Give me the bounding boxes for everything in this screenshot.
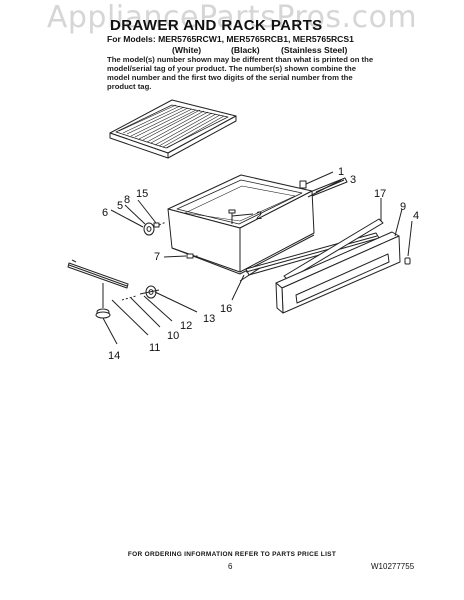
ordering-info: FOR ORDERING INFORMATION REFER TO PARTS … [127, 551, 337, 558]
slide-bracket [299, 171, 334, 189]
drawer-rail-left [67, 259, 129, 289]
drawer-clip [404, 220, 413, 265]
leveling-leg [95, 283, 118, 345]
page-number: 6 [228, 562, 233, 571]
color-white: (White) [172, 45, 202, 55]
drawer-screw [228, 209, 254, 224]
bottom-screw [163, 253, 198, 259]
callout-4: 4 [413, 210, 419, 222]
color-black: (Black) [231, 45, 260, 55]
callout-9: 9 [400, 201, 406, 213]
callout-6: 6 [102, 207, 108, 219]
callout-1: 1 [338, 166, 344, 178]
callout-11: 11 [149, 342, 160, 354]
callout-5: 5 [117, 200, 123, 212]
color-stainless: (Stainless Steel) [281, 45, 348, 55]
document-number: W10277755 [371, 562, 415, 571]
callout-17: 17 [374, 188, 386, 200]
roller-assembly-left [111, 285, 198, 336]
callout-8: 8 [124, 194, 130, 206]
storage-drawer [167, 174, 315, 275]
wheel-assembly-left [110, 199, 167, 236]
callout-14: 14 [108, 350, 120, 362]
drawer-front-panel [275, 208, 403, 314]
callout-10: 10 [167, 330, 179, 342]
oven-rack [109, 99, 237, 159]
callout-13: 13 [203, 313, 215, 325]
callout-15: 15 [136, 188, 148, 200]
callout-7: 7 [154, 251, 160, 263]
callout-12: 12 [180, 320, 192, 332]
page-title: DRAWER AND RACK PARTS [110, 17, 323, 34]
model-list: For Models: MER5765RCW1, MER5765RCB1, ME… [107, 34, 354, 44]
model-note: The model(s) number shown may be differe… [107, 55, 374, 91]
callout-16: 16 [220, 303, 232, 315]
callout-2: 2 [256, 210, 262, 222]
callout-3: 3 [350, 174, 356, 186]
watermark: AppliancePartsPros.com [46, 0, 418, 35]
